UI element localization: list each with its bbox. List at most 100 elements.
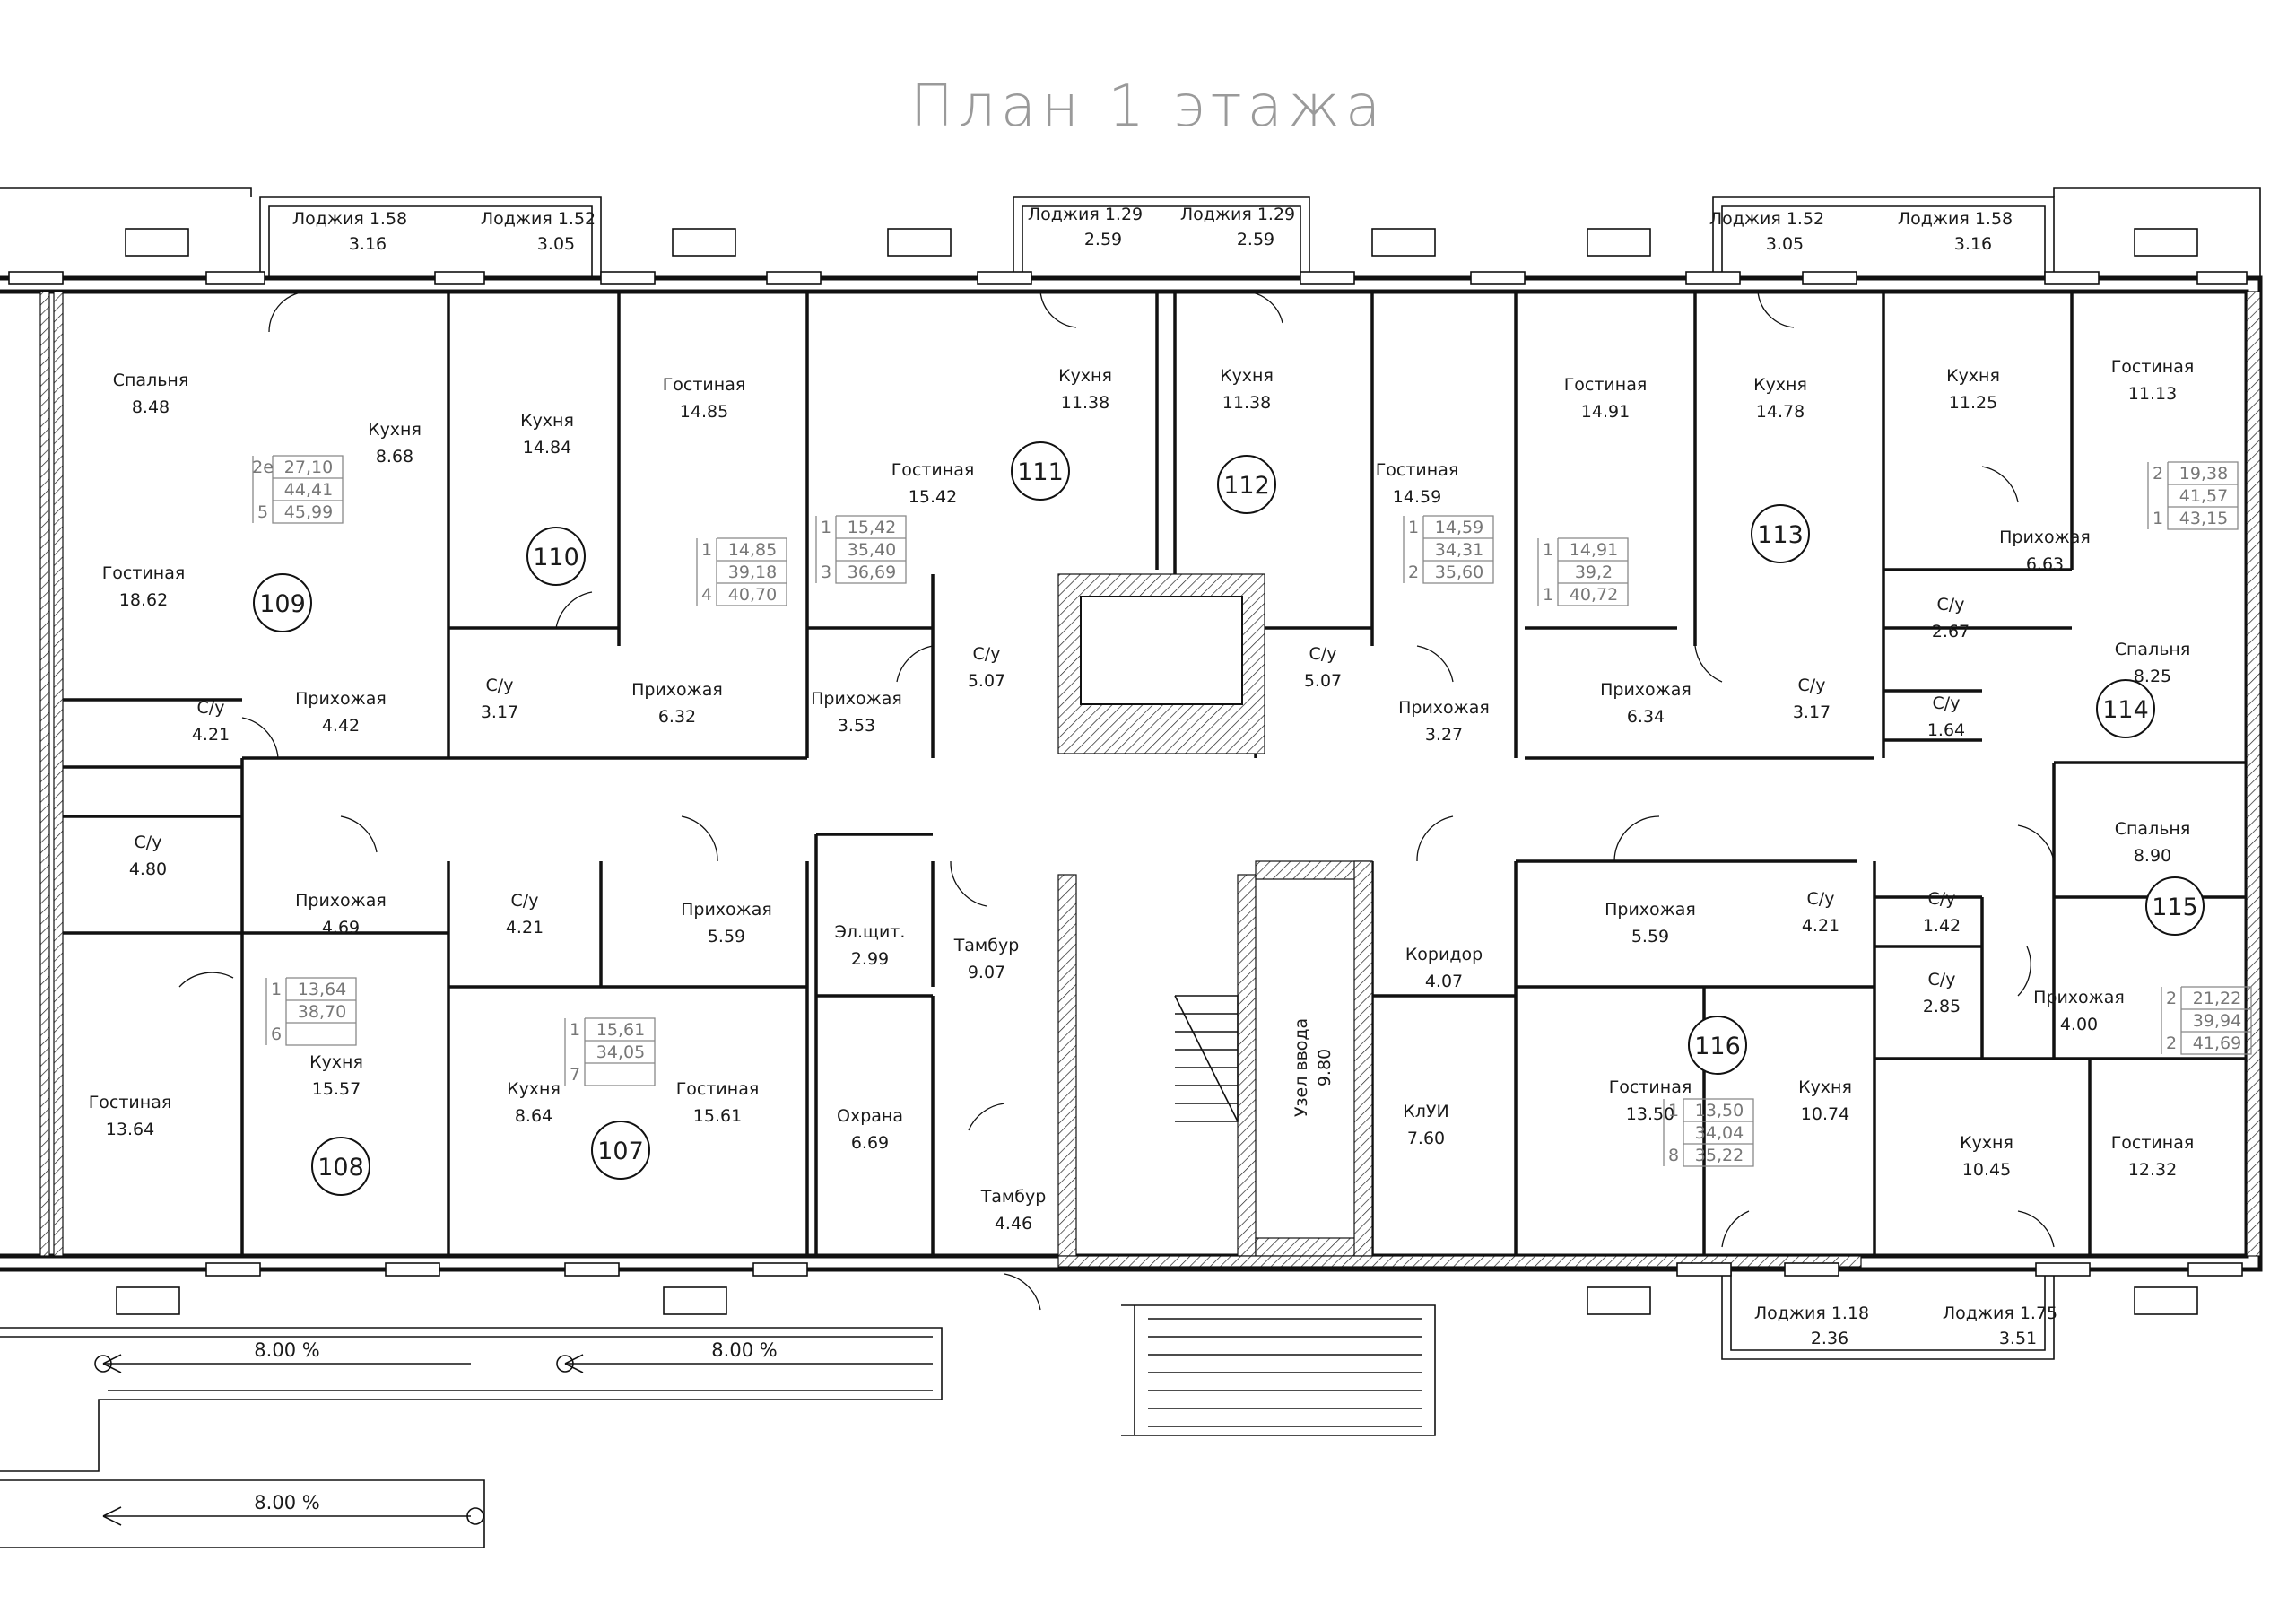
walls bbox=[0, 187, 2263, 1436]
apartment-circle bbox=[2096, 679, 2155, 738]
area-table-value: 14,91 bbox=[1570, 540, 1618, 560]
area-table-index: 3 bbox=[821, 562, 831, 582]
room-name: Прихожая bbox=[1398, 698, 1490, 718]
room-name: Гостиная bbox=[891, 460, 975, 480]
area-table-value: 19,38 bbox=[2179, 464, 2228, 484]
room-area: 15.42 bbox=[909, 487, 957, 507]
area-table-value: 14,59 bbox=[1435, 518, 1483, 537]
area-table-index: 1 bbox=[1543, 585, 1553, 605]
room-name: С/у bbox=[197, 698, 225, 718]
area-table-index: 1 bbox=[2152, 509, 2163, 528]
room-area: 5.07 bbox=[968, 671, 1005, 691]
area-table-index: 1 bbox=[701, 540, 712, 560]
input-node-label: Узел ввода 9.80 bbox=[1292, 1018, 1335, 1117]
area-table-value: 39,2 bbox=[1575, 562, 1613, 582]
room-name: С/у bbox=[1798, 676, 1826, 695]
loggia-label: Лоджия 1.52 bbox=[1709, 209, 1824, 229]
apartment-number: 110 bbox=[533, 544, 579, 571]
room-name: С/у bbox=[511, 891, 539, 911]
room-area: 4.21 bbox=[506, 918, 544, 937]
room-name: Прихожая bbox=[1600, 680, 1692, 700]
room-name: Кухня bbox=[520, 411, 574, 431]
room-area: 14.85 bbox=[680, 402, 728, 422]
room-name: Гостиная bbox=[2111, 357, 2195, 377]
windows bbox=[8, 228, 2248, 1315]
area-table-value: 35,60 bbox=[1435, 562, 1483, 582]
area-table-value: 34,04 bbox=[1695, 1123, 1744, 1143]
room-area: 4.21 bbox=[1802, 916, 1839, 936]
room-name: Кухня bbox=[1798, 1077, 1852, 1097]
ramp-slope: 8.00 % bbox=[254, 1492, 319, 1513]
apartment-number: 108 bbox=[317, 1154, 364, 1182]
area-table-value: 15,61 bbox=[596, 1020, 645, 1040]
apartment-circle bbox=[526, 527, 586, 586]
room-area: 18.62 bbox=[119, 590, 168, 610]
input-node-area: 9.80 bbox=[1315, 1049, 1335, 1086]
room-area: 12.32 bbox=[2128, 1160, 2177, 1180]
loggia-label: Лоджия 1.18 bbox=[1754, 1304, 1869, 1323]
room-name: Гостиная bbox=[1376, 460, 1459, 480]
room-name: Кухня bbox=[368, 420, 422, 440]
area-table-value: 35,22 bbox=[1695, 1146, 1744, 1165]
room-name: Спальня bbox=[2115, 819, 2191, 839]
room-name: С/у bbox=[486, 676, 514, 695]
loggia-area: 3.05 bbox=[537, 234, 575, 254]
room-name: Прихожая bbox=[295, 689, 387, 709]
area-table-index: 1 bbox=[271, 980, 282, 999]
area-table-index: 1 bbox=[1543, 540, 1553, 560]
room-name: Прихожая bbox=[295, 891, 387, 911]
room-name: Кухня bbox=[1753, 375, 1807, 395]
room-name: С/у bbox=[1807, 889, 1835, 909]
room-area: 4.46 bbox=[995, 1214, 1032, 1234]
room-name: С/у bbox=[1928, 889, 1956, 909]
area-table-index: 6 bbox=[271, 1025, 282, 1044]
room-area: 4.80 bbox=[129, 859, 167, 879]
apartment-number: 111 bbox=[1017, 458, 1064, 486]
loggia-area: 3.16 bbox=[349, 234, 387, 254]
area-table-value: 39,18 bbox=[728, 562, 777, 582]
room-name: Кухня bbox=[1058, 366, 1112, 386]
loggia-area: 3.05 bbox=[1766, 234, 1804, 254]
room-name: Охрана bbox=[837, 1106, 903, 1126]
room-name: Прихожая bbox=[631, 680, 723, 700]
area-table-index: 8 bbox=[1668, 1146, 1679, 1165]
room-area: 11.38 bbox=[1222, 393, 1271, 413]
area-table-index: 2 bbox=[1408, 562, 1419, 582]
area-table-value: 13,50 bbox=[1695, 1101, 1744, 1121]
room-name: Кухня bbox=[1960, 1133, 2013, 1153]
apartment-circle bbox=[1688, 1016, 1747, 1075]
room-name: Тамбур bbox=[980, 1187, 1047, 1207]
room-area: 14.84 bbox=[523, 438, 571, 458]
room-area: 7.60 bbox=[1407, 1129, 1445, 1148]
area-table-index: 4 bbox=[701, 585, 712, 605]
room-name: Кухня bbox=[1946, 366, 2000, 386]
area-table-value: 34,05 bbox=[596, 1042, 645, 1062]
area-table-value: 41,57 bbox=[2179, 486, 2228, 506]
area-table-value: 38,70 bbox=[298, 1002, 346, 1022]
apartment-number: 113 bbox=[1757, 521, 1804, 549]
room-area: 8.64 bbox=[515, 1106, 552, 1126]
area-table-index: 1 bbox=[1668, 1101, 1679, 1121]
room-area: 8.25 bbox=[2134, 667, 2171, 686]
room-name: Гостиная bbox=[1609, 1077, 1692, 1097]
room-area: 13.64 bbox=[106, 1120, 154, 1139]
area-table-value: 36,69 bbox=[848, 562, 896, 582]
area-table-index: 7 bbox=[570, 1065, 580, 1085]
area-table-value: 34,31 bbox=[1435, 540, 1483, 560]
room-name: Гостиная bbox=[663, 375, 746, 395]
area-table-index: 2 bbox=[2152, 464, 2163, 484]
room-area: 1.64 bbox=[1927, 720, 1965, 740]
room-name: Кухня bbox=[309, 1052, 363, 1072]
room-area: 3.27 bbox=[1425, 725, 1463, 745]
room-name: Гостиная bbox=[676, 1079, 760, 1099]
apartment-circle bbox=[1751, 504, 1810, 563]
loggia-area: 3.16 bbox=[1954, 234, 1992, 254]
room-area: 4.42 bbox=[322, 716, 360, 736]
